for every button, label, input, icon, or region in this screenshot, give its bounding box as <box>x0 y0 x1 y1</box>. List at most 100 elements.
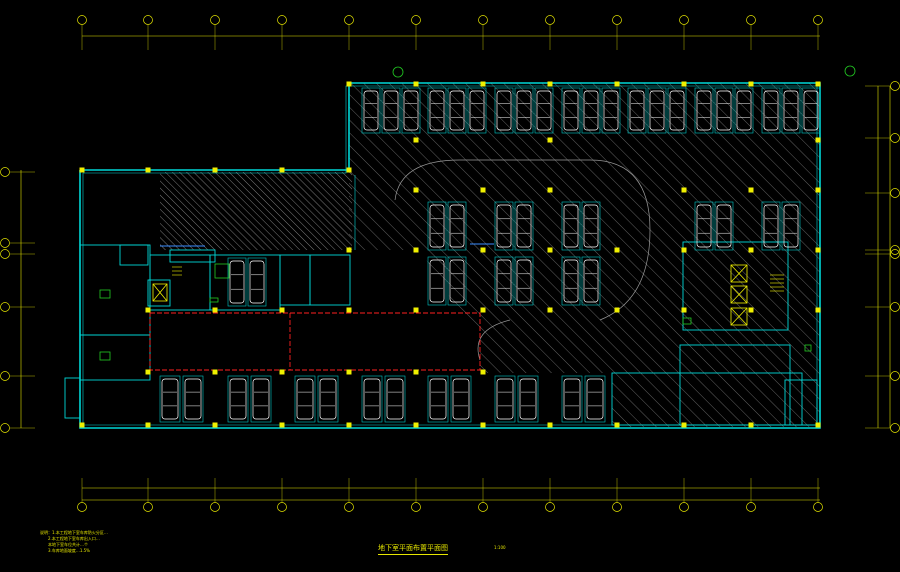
car-icon <box>494 201 514 251</box>
axis-bubble <box>545 15 555 25</box>
column <box>480 369 486 375</box>
elevator-icon <box>730 264 748 283</box>
column <box>480 247 486 253</box>
axis-bubble <box>890 423 900 433</box>
note-line: 2.本工程地下室车库出入口… <box>48 536 100 541</box>
column <box>614 422 620 428</box>
note-line: 本地下室车位共计…个 <box>48 542 88 547</box>
column <box>413 81 419 87</box>
car-icon <box>294 375 316 423</box>
axis-bubble <box>890 245 900 255</box>
top-axis-grid <box>77 15 823 50</box>
column <box>212 307 218 313</box>
axis-bubble <box>344 15 354 25</box>
car-icon <box>517 375 539 423</box>
car-icon <box>581 201 601 251</box>
car-icon <box>801 87 821 134</box>
car-icon <box>182 375 204 423</box>
column <box>346 247 352 253</box>
axis-bubble <box>77 502 87 512</box>
car-icon <box>781 87 801 134</box>
column <box>346 369 352 375</box>
column <box>212 422 218 428</box>
axis-bubble <box>0 302 10 312</box>
car-icon <box>627 87 647 134</box>
right-axis-grid <box>865 81 900 433</box>
column <box>279 307 285 313</box>
column <box>815 81 821 87</box>
car-icon <box>694 201 714 251</box>
car-icon <box>227 375 249 423</box>
blue-markers <box>160 243 494 247</box>
car-icon <box>494 375 516 423</box>
car-icon <box>401 87 421 134</box>
car-icon <box>447 256 467 306</box>
column <box>547 247 553 253</box>
parking-spaces <box>159 87 821 423</box>
column <box>145 369 151 375</box>
car-icon <box>450 375 472 423</box>
column <box>279 422 285 428</box>
column <box>413 422 419 428</box>
axis-bubble <box>478 15 488 25</box>
car-icon <box>581 256 601 306</box>
car-icon <box>514 87 534 134</box>
axis-bubble <box>813 15 823 25</box>
elevator-icon <box>730 285 748 304</box>
column <box>480 307 486 313</box>
column <box>145 307 151 313</box>
column <box>748 307 754 313</box>
car-icon <box>534 87 554 134</box>
axis-bubble <box>890 302 900 312</box>
column <box>480 187 486 193</box>
stair-icon <box>172 266 784 292</box>
column <box>279 369 285 375</box>
car-icon <box>467 87 487 134</box>
elevator-shafts <box>152 264 748 326</box>
car-icon <box>561 87 581 134</box>
axis-bubble <box>77 15 87 25</box>
column <box>413 187 419 193</box>
car-icon <box>761 201 781 251</box>
column <box>145 422 151 428</box>
car-icon <box>514 256 534 306</box>
car-icon <box>361 375 383 423</box>
column <box>547 422 553 428</box>
car-icon <box>694 87 714 134</box>
car-icon <box>250 375 272 423</box>
equipment-marks <box>99 65 856 361</box>
car-icon <box>159 375 181 423</box>
column <box>346 167 352 173</box>
drawing-notes: 说明：1.本工程地下室车库防火分区… 2.本工程地下室车库出入口… 本地下室车位… <box>40 530 108 554</box>
column <box>815 187 821 193</box>
axis-bubble <box>210 502 220 512</box>
hatched-parking-area <box>160 83 820 427</box>
axis-bubble <box>612 502 622 512</box>
column <box>748 187 754 193</box>
car-icon <box>427 201 447 251</box>
column <box>815 422 821 428</box>
column <box>413 369 419 375</box>
axis-bubble <box>612 15 622 25</box>
dimension-lines <box>20 35 891 501</box>
axis-bubble <box>890 188 900 198</box>
note-line: 3.车库地面坡度…1.5% <box>48 548 90 553</box>
car-icon <box>447 201 467 251</box>
column <box>681 187 687 193</box>
column <box>413 137 419 143</box>
bottom-axis-grid <box>77 478 823 512</box>
axis-bubble <box>210 15 220 25</box>
car-icon <box>561 256 581 306</box>
car-icon <box>247 257 267 307</box>
column <box>413 247 419 253</box>
car-icon <box>361 87 381 134</box>
column <box>815 247 821 253</box>
axis-bubble <box>679 502 689 512</box>
drive-aisle-curves <box>394 159 651 361</box>
drawing-scale: 1:100 <box>494 545 506 550</box>
column <box>681 307 687 313</box>
structural-columns <box>79 81 821 428</box>
axis-bubble <box>0 423 10 433</box>
car-icon <box>494 256 514 306</box>
